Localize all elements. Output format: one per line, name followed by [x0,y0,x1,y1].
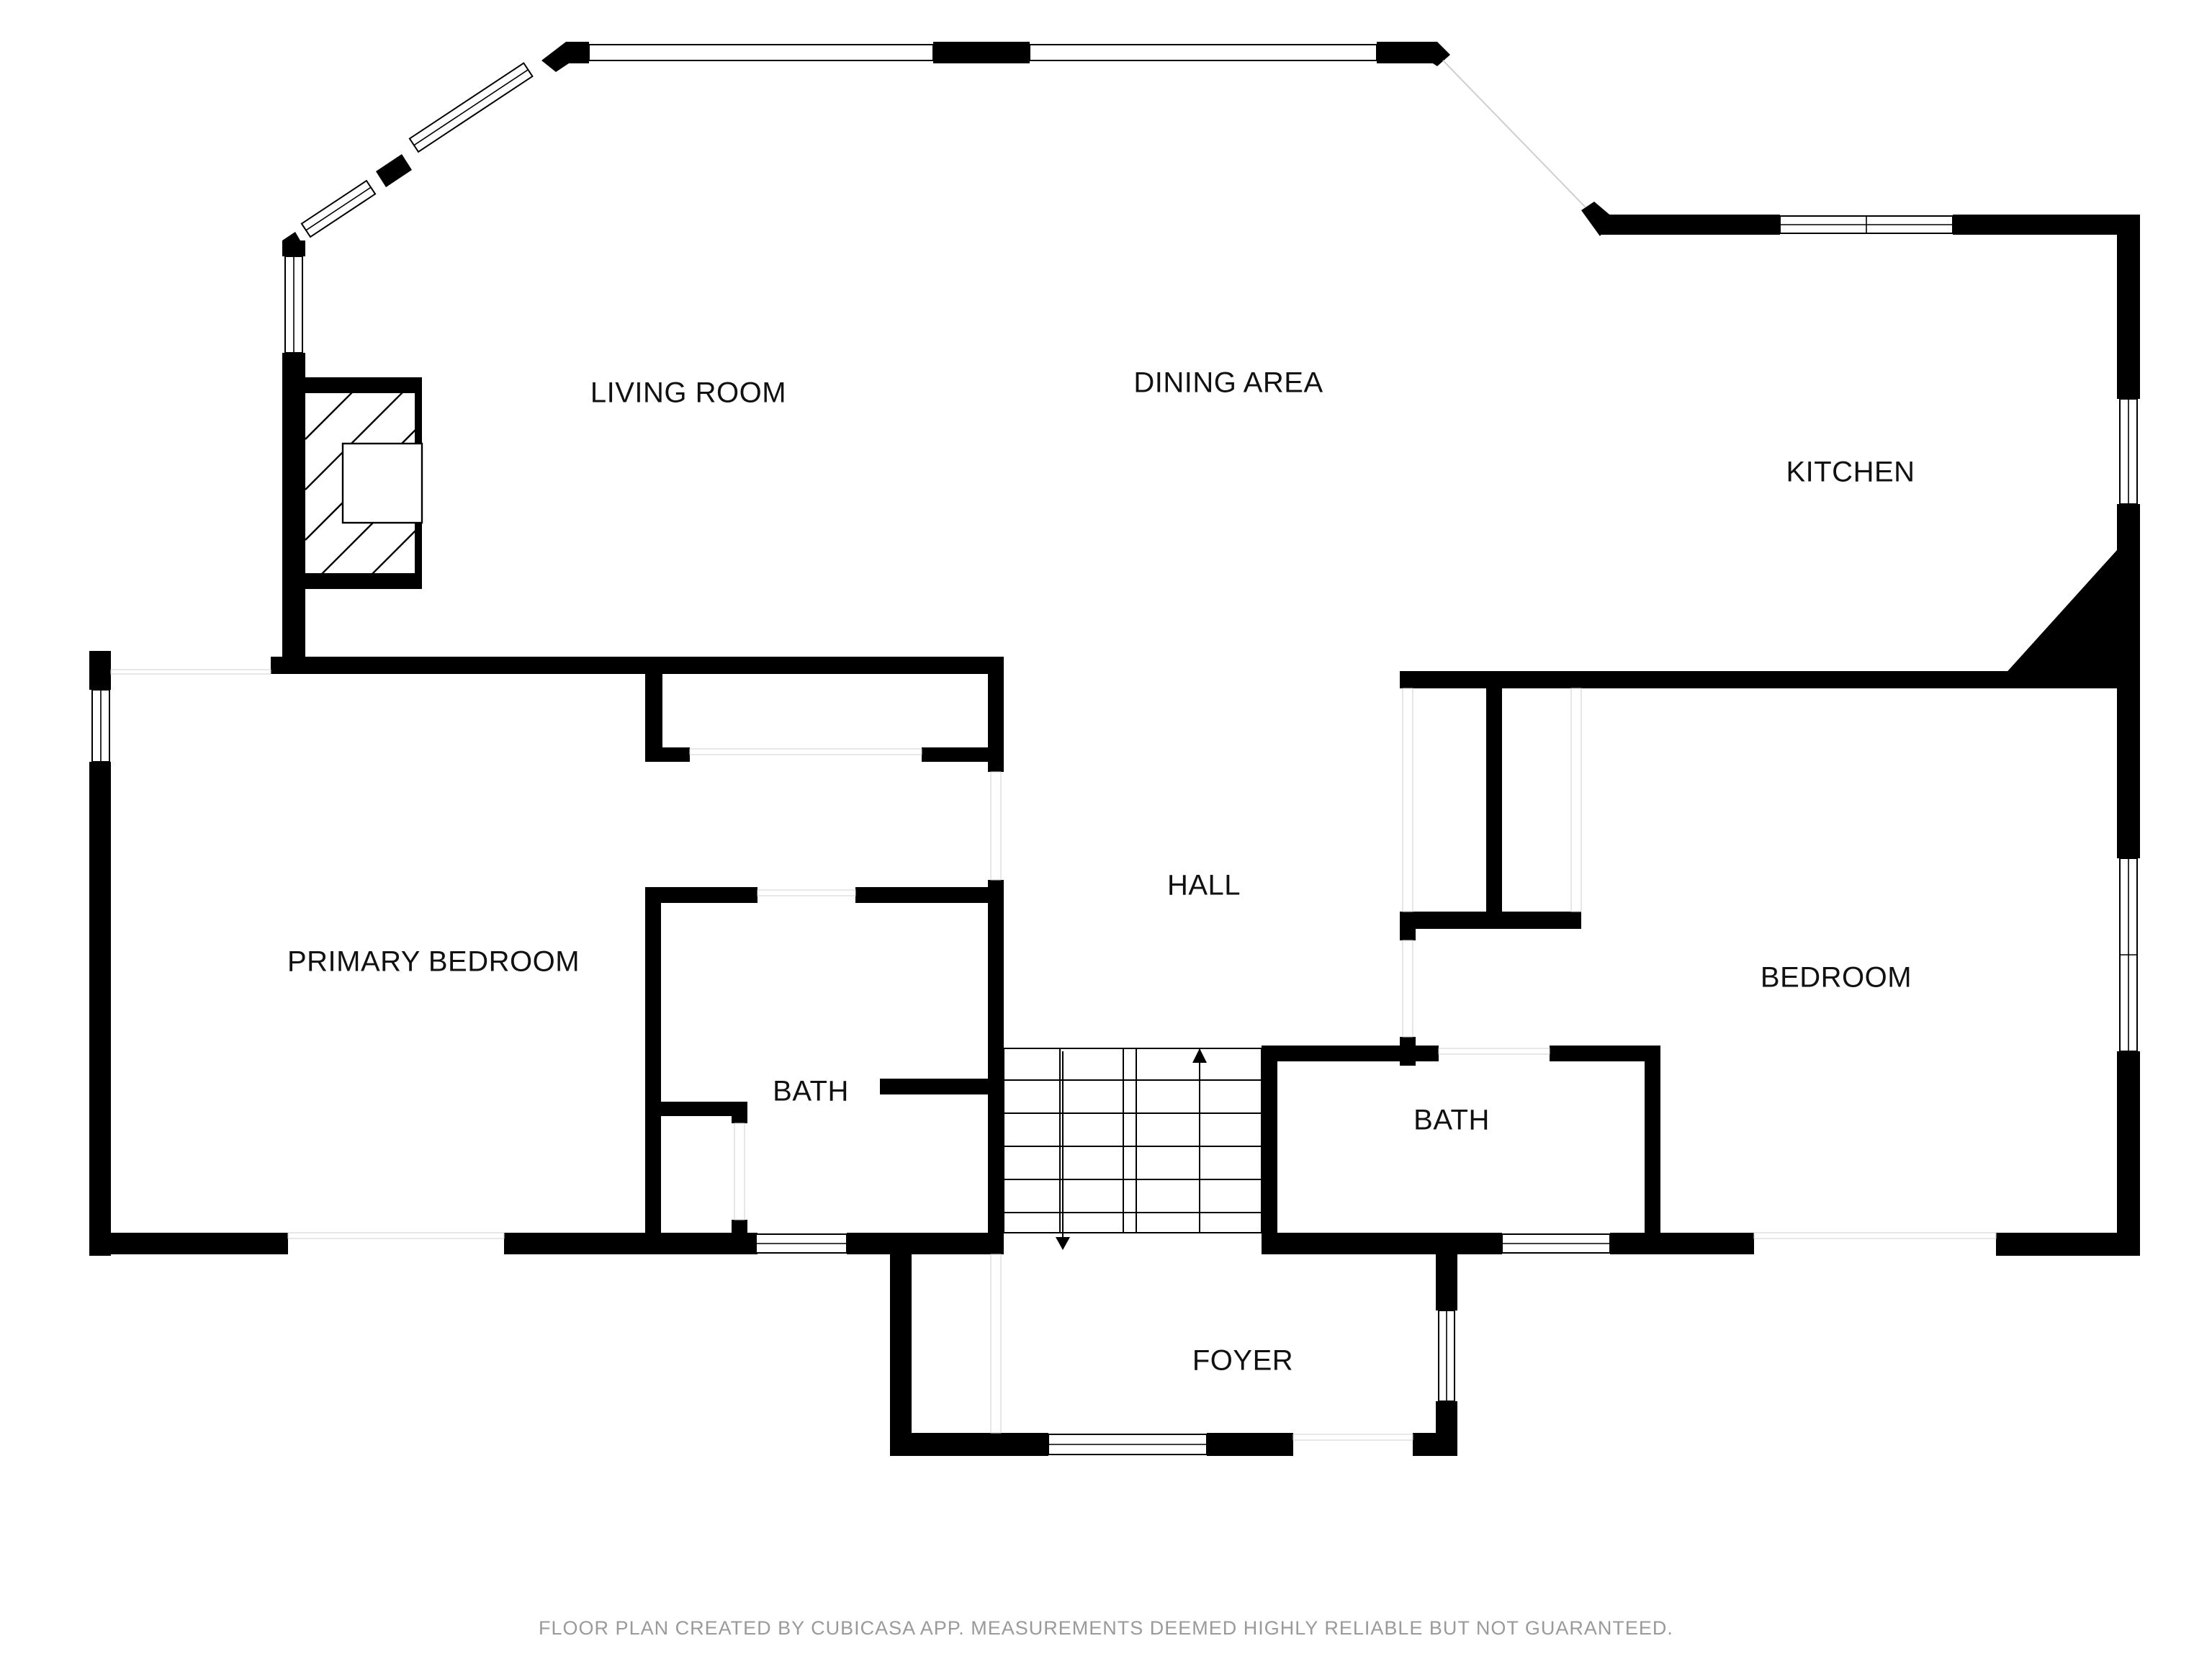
bed-closet-divider [1486,685,1502,917]
stair-up-arrow-icon [1192,1048,1207,1063]
wall-kitchen-top-right [1953,215,2137,235]
pantry-triangle [1996,550,2117,684]
windows [91,44,2138,1455]
window-bath1-bottom [755,1233,848,1254]
window-bath2-bottom [1501,1233,1611,1254]
window-kitchen-top [1779,215,1954,234]
wall-living-left [282,353,305,673]
opening-bath1-top [757,889,856,896]
bath1-left [645,887,661,1254]
label-living-room: LIVING ROOM [590,377,786,409]
opening-primary-bottom [287,1232,505,1239]
opening-primary-top [110,669,271,675]
label-bedroom: BEDROOM [1761,962,1912,994]
window-nw-1 [408,62,534,153]
wall-hall-right-top [1400,671,1416,688]
foyer-right-top [1436,1250,1457,1310]
wall-nw-diag-1 [376,154,412,187]
bath2-top-left [1262,1046,1439,1061]
wall-bedroom-top [1400,671,2140,688]
closet-left [645,667,662,762]
stair-down-arrow-icon [1056,1237,1070,1250]
wall-bedroom-bottom-right [1996,1233,2140,1256]
wall-corner-nw [541,42,569,72]
label-foyer: FOYER [1192,1345,1293,1377]
bath2-top-right [1550,1046,1660,1061]
foyer-left [890,1233,912,1456]
foyer-bottom-mid [1207,1433,1293,1456]
wall-bedroom-right-bottom [2117,1051,2140,1256]
wall-kitchen-right-top [2117,215,2140,399]
wall-kitchen-right-mid [2117,504,2140,685]
bath2-right [1645,1046,1660,1250]
bath2-left [1262,1046,1277,1250]
label-bath-left: BATH [773,1076,849,1107]
window-kitchen-right [2119,398,2138,505]
wall-primary-bottom-left [89,1233,288,1254]
window-foyer-right [1438,1310,1455,1402]
bath1-top-left [645,887,757,903]
bath2-bottom-right [1610,1233,1754,1254]
wall-living-bottom [271,657,1002,674]
foyer-right-bottom [1436,1401,1457,1456]
fireplace-icon [305,393,423,573]
label-primary-bedroom: PRIMARY BEDROOM [287,946,580,978]
wall-hall-left-top [988,657,1004,772]
wall-top-mid [933,42,1030,63]
opening-ne-diagonal [1442,60,1586,208]
label-bath-right: BATH [1413,1105,1490,1136]
walls [89,42,2140,1456]
opening-closet-right [1570,688,1582,912]
label-kitchen: KITCHEN [1786,457,1915,488]
wall-top-left [566,42,589,63]
bath1-top-right [855,887,1002,903]
closet-bottom-left [645,747,690,762]
foyer-bottom-left [890,1433,1048,1456]
wall-corner-ne [1433,42,1450,66]
foyer-hall-post [988,1233,1004,1254]
opening-closet-bottom [689,748,922,755]
bath1-counter [880,1079,989,1094]
wall-living-left-top [282,240,305,256]
closet-bottom-right [922,747,994,762]
opening-foyer-bottom [1292,1434,1413,1441]
opening-foyer-left [990,1254,1002,1434]
bath1-right [988,880,1004,1254]
window-top-left [588,44,934,61]
label-hall: HALL [1167,870,1241,902]
wall-bedroom-right [2117,685,2140,858]
wall-primary-left [89,762,111,1256]
wall-hall-right-mid [1400,912,1416,940]
window-bedroom-right [2119,858,2138,1052]
bath1-closet-top [651,1102,747,1116]
openings [110,60,1997,1441]
bath1-bottom-left [645,1233,746,1254]
fireplace-bottom [305,573,421,589]
footer-disclaimer: FLOOR PLAN CREATED BY CUBICASA APP. MEAS… [539,1617,1673,1639]
bed-closet-bottom [1400,912,1581,929]
opening-bath2-top [1438,1048,1550,1055]
bath2-bottom-left [1262,1233,1502,1254]
wall-primary-left-top [89,651,111,690]
opening-hall-left [990,771,1002,881]
window-foyer-bottom [1048,1434,1208,1455]
opening-bath1-closet [734,1123,745,1220]
opening-bedroom-bottom [1753,1232,1997,1239]
window-primary-left [91,689,110,763]
staircase [1003,1048,1262,1243]
window-nw-2 [300,179,377,238]
wall-top-right [1377,42,1437,63]
opening-hall-right-1 [1402,688,1413,912]
wall-kitchen-top-left [1600,215,1780,235]
window-top-right [1029,44,1377,61]
fireplace-top [305,377,421,393]
label-dining-area: DINING AREA [1133,367,1323,399]
bath1-closet-post [732,1102,747,1123]
window-living-left [284,256,303,354]
opening-hall-right-2 [1402,940,1413,1038]
